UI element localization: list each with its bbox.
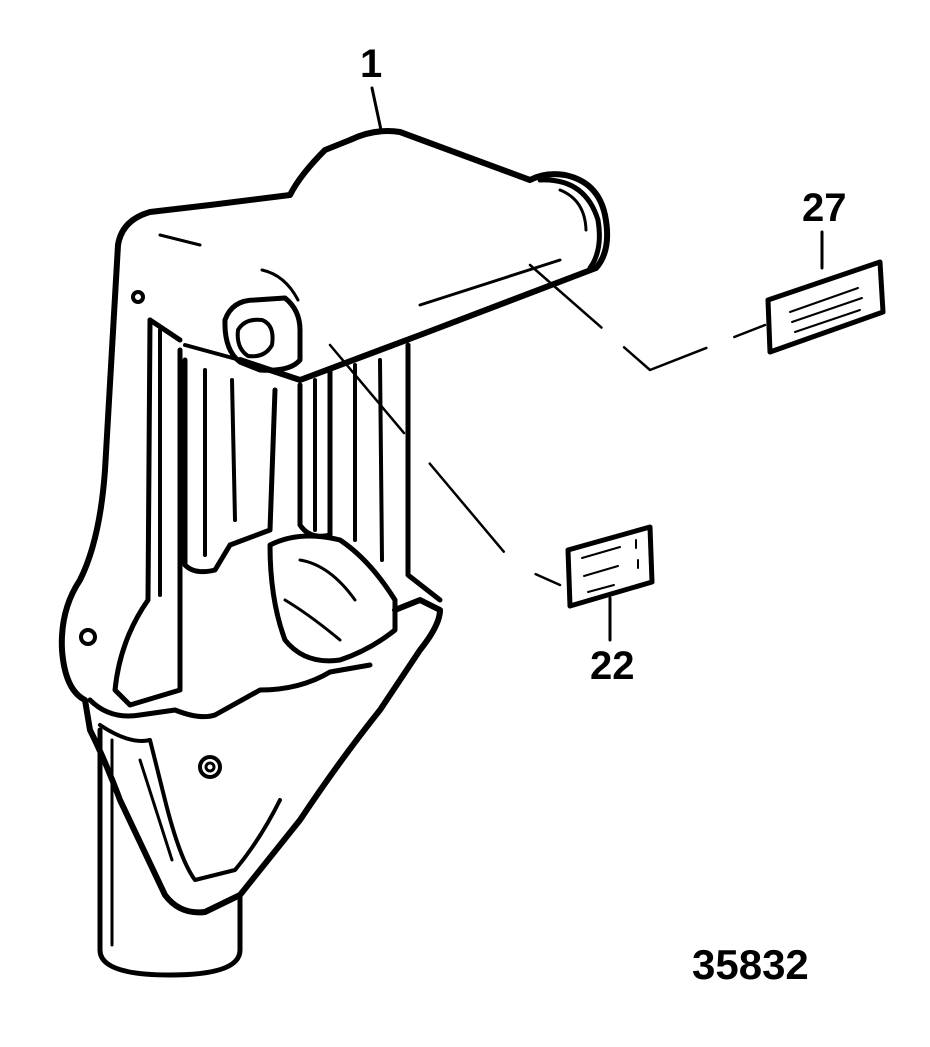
decal-22-drawing bbox=[565, 524, 655, 609]
leader-lines bbox=[328, 86, 824, 642]
callout-label-1: 1 bbox=[360, 42, 383, 86]
leader-line-22 bbox=[328, 343, 562, 587]
callout-label-22: 22 bbox=[590, 644, 635, 688]
leader-line-27 bbox=[528, 263, 767, 372]
callout-label-27: 27 bbox=[802, 186, 847, 230]
decal-27-drawing bbox=[765, 259, 886, 355]
leader-line-1 bbox=[370, 86, 383, 132]
figure-number: 35832 bbox=[692, 941, 809, 988]
housing-assembly-drawing bbox=[58, 128, 611, 978]
